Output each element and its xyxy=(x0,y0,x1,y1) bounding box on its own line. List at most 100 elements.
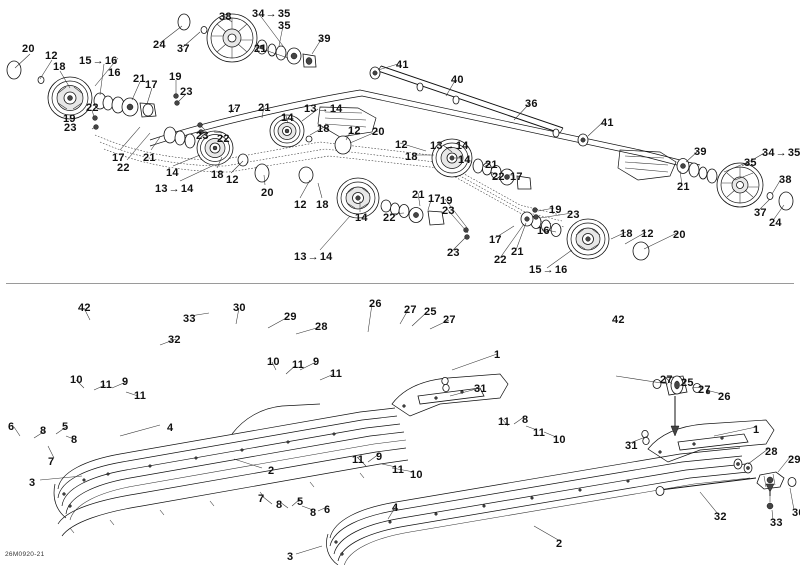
callout-28: 28 xyxy=(765,446,778,458)
callout-8: 8 xyxy=(276,499,283,511)
callout-20: 20 xyxy=(673,229,686,241)
panel-divider xyxy=(6,283,794,284)
callout-7: 7 xyxy=(48,456,55,468)
callout-17: 17 xyxy=(510,171,523,183)
callout-19: 19 xyxy=(63,113,76,125)
callout-11: 11 xyxy=(498,416,511,428)
callout-8: 8 xyxy=(71,434,78,446)
callout-16: 16 xyxy=(108,67,121,79)
callout-3: 3 xyxy=(287,551,294,563)
callout-number: 35 xyxy=(787,147,800,159)
arrow-right-icon: → xyxy=(265,8,277,20)
callout-9: 9 xyxy=(376,451,383,463)
callout-number: 34 xyxy=(762,147,775,159)
callout-18: 18 xyxy=(53,61,66,73)
arrow-right-icon: → xyxy=(317,103,329,115)
callout-12: 12 xyxy=(226,174,239,186)
callout-11: 11 xyxy=(533,427,546,439)
callout-11: 11 xyxy=(392,464,405,476)
callout-25: 25 xyxy=(424,306,437,318)
callout-27: 27 xyxy=(660,374,673,386)
callout-number: 14 xyxy=(329,103,343,115)
callout-38: 38 xyxy=(779,174,792,186)
callout-number: 35 xyxy=(277,8,291,20)
callout-37: 37 xyxy=(754,207,767,219)
callout-21: 21 xyxy=(677,181,690,193)
callout-4: 4 xyxy=(167,422,174,434)
callout-27: 27 xyxy=(443,314,456,326)
callout-35: 35 xyxy=(278,20,291,32)
arrow-right-icon: → xyxy=(775,147,787,159)
callout-41: 41 xyxy=(601,117,614,129)
callout-16: 16 xyxy=(537,225,550,237)
callout-14: 14 xyxy=(281,112,294,124)
callout-11: 11 xyxy=(352,454,365,466)
callout-number: 13 xyxy=(155,183,168,195)
callout-12: 12 xyxy=(641,228,654,240)
callout-number: 13 xyxy=(304,103,317,115)
callout-10: 10 xyxy=(410,469,423,481)
callout-8: 8 xyxy=(522,414,529,426)
arrow-right-icon: → xyxy=(168,183,180,195)
callout-10: 10 xyxy=(553,434,566,446)
callout-12: 12 xyxy=(294,199,307,211)
callout-6: 6 xyxy=(8,421,15,433)
callout-24: 24 xyxy=(769,217,782,229)
callout-6: 6 xyxy=(324,504,331,516)
callout-number: 14 xyxy=(319,251,333,263)
callout-34-to-35: 34→35 xyxy=(762,148,800,159)
callout-32: 32 xyxy=(714,511,727,523)
callout-21: 21 xyxy=(511,246,524,258)
callout-40: 40 xyxy=(451,74,464,86)
callout-22: 22 xyxy=(492,171,505,183)
callout-39: 39 xyxy=(694,146,707,158)
callout-23: 23 xyxy=(180,86,193,98)
callout-22: 22 xyxy=(117,162,130,174)
callout-42: 42 xyxy=(612,314,625,326)
callout-11: 11 xyxy=(134,390,147,402)
callout-18: 18 xyxy=(316,199,329,211)
callout-20: 20 xyxy=(261,187,274,199)
callout-12: 12 xyxy=(395,139,408,151)
callout-21: 21 xyxy=(258,102,271,114)
callout-10: 10 xyxy=(70,374,83,386)
callout-14: 14 xyxy=(166,167,179,179)
callout-23: 23 xyxy=(64,122,77,134)
rear-suspension-artwork xyxy=(6,13,794,269)
callout-31: 31 xyxy=(625,440,638,452)
callout-21: 21 xyxy=(254,43,267,55)
callout-number: 15 xyxy=(529,264,542,276)
callout-22: 22 xyxy=(217,133,230,145)
callout-19: 19 xyxy=(440,195,453,207)
callout-17: 17 xyxy=(489,234,502,246)
callout-25: 25 xyxy=(681,377,694,389)
arrow-right-icon: → xyxy=(307,251,319,263)
callout-28: 28 xyxy=(315,321,328,333)
callout-20: 20 xyxy=(372,126,385,138)
callout-15-to-16: 15→16 xyxy=(529,265,567,276)
callout-33: 33 xyxy=(183,313,196,325)
callout-7: 7 xyxy=(258,493,265,505)
callout-20: 20 xyxy=(22,43,35,55)
callout-4: 4 xyxy=(392,502,399,514)
callout-37: 37 xyxy=(177,43,190,55)
callout-number: 13 xyxy=(430,140,443,152)
callout-23: 23 xyxy=(196,130,209,142)
callout-11: 11 xyxy=(100,379,113,391)
callout-31: 31 xyxy=(474,383,487,395)
callout-9: 9 xyxy=(313,356,320,368)
callout-21: 21 xyxy=(143,152,156,164)
callout-13-to-14: 13→14 xyxy=(155,184,193,195)
callout-21: 21 xyxy=(133,73,146,85)
callout-13-to-14: 13→14 xyxy=(430,141,468,152)
callout-11: 11 xyxy=(330,368,343,380)
callout-5: 5 xyxy=(62,421,69,433)
callout-21: 21 xyxy=(485,159,498,171)
callout-number: 14 xyxy=(455,140,469,152)
callout-12: 12 xyxy=(348,125,361,137)
callout-39: 39 xyxy=(318,33,331,45)
callout-17: 17 xyxy=(228,103,241,115)
arrow-right-icon: → xyxy=(92,55,104,67)
callout-24: 24 xyxy=(153,39,166,51)
